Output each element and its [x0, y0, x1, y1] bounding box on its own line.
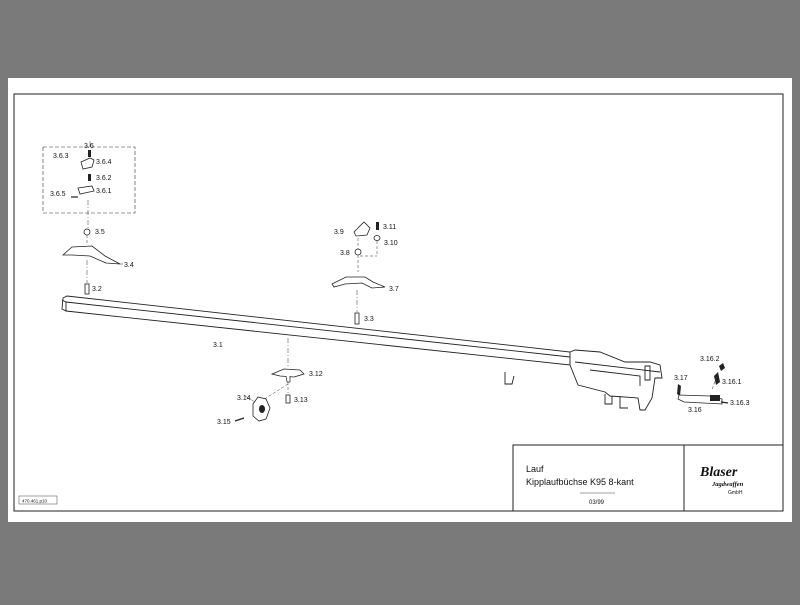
label-3-2: 3.2: [92, 286, 102, 293]
part-3-6-4: [80, 157, 95, 170]
label-3-3: 3.3: [364, 316, 374, 323]
part-3-8: [354, 248, 362, 256]
pin-3-6-3: [88, 150, 91, 157]
brand-gmbh: GmbH: [728, 490, 743, 496]
swivel-group: 3.12 3.13 3.14 3.15: [217, 338, 323, 426]
pin-3-3: [354, 312, 360, 325]
sheet-code: 470.461.p10: [22, 499, 48, 504]
label-3-10: 3.10: [384, 240, 398, 247]
pin-3-11: [376, 222, 379, 230]
label-3-9: 3.9: [334, 229, 344, 236]
label-3-16: 3.16: [688, 407, 702, 414]
label-3-6-3: 3.6.3: [53, 153, 69, 160]
label-3-15: 3.15: [217, 419, 231, 426]
pin-3-2: [84, 283, 90, 295]
pin-3-13: [285, 394, 291, 404]
label-3-11: 3.11: [383, 224, 396, 231]
drawing-frame: [13, 93, 784, 512]
spring-3-16-1: [714, 372, 720, 385]
barrel: [61, 295, 663, 411]
part-3-10: [373, 235, 381, 241]
part-3-9: [353, 221, 371, 237]
sheet-code-box: [18, 495, 58, 505]
label-3-17: 3.17: [674, 375, 688, 382]
label-3-13: 3.13: [294, 397, 308, 404]
part-3-16-2: [719, 363, 725, 371]
brand-subtitle: Jagdwaffen: [711, 481, 744, 488]
group-dashed-box: [42, 146, 136, 214]
front-sight-group: 3.9 3.11 3.10 3.8 3.7: [331, 221, 399, 312]
sight-assembly-group: 3.6 3.6.3 3.6.4 3.6.2 3.6.1 3.6.5: [42, 141, 136, 230]
spring-3-6-2: [88, 174, 91, 181]
label-3-6-4: 3.6.4: [96, 159, 112, 166]
screw-3-16-3: [720, 401, 729, 404]
label-3-6: 3.6: [84, 143, 94, 150]
label-3-16-1: 3.16.1: [722, 379, 742, 386]
title-block: Lauf Kipplaufbüchse K95 8-kant 03/99 Bla…: [512, 444, 784, 512]
brand-logo: Blaser: [699, 465, 738, 480]
drawing-date: 03/99: [589, 500, 605, 506]
label-3-1: 3.1: [213, 342, 223, 349]
part-3-5: [83, 228, 91, 245]
title-line-2: Kipplaufbüchse K95 8-kant: [526, 477, 634, 487]
title-line-1: Lauf: [526, 464, 544, 474]
label-3-7: 3.7: [389, 286, 399, 293]
pin-3-17: [677, 384, 681, 396]
label-3-4: 3.4: [124, 262, 134, 269]
label-3-8: 3.8: [340, 250, 350, 257]
label-3-6-5: 3.6.5: [50, 191, 66, 198]
label-3-12: 3.12: [309, 371, 323, 378]
label-3-16-2: 3.16.2: [700, 356, 720, 363]
front-sight-base-3-7: [331, 276, 386, 289]
part-3-12: [270, 368, 305, 378]
label-3-5: 3.5: [95, 229, 105, 236]
ejector-group: 3.16.2 3.16.1 3.17 3.16 3.16.3: [674, 356, 750, 414]
part-3-6-1: [77, 185, 95, 195]
label-3-14: 3.14: [237, 395, 251, 402]
label-3-6-1: 3.6.1: [96, 188, 112, 195]
label-3-16-3: 3.16.3: [730, 400, 750, 407]
label-3-6-2: 3.6.2: [96, 175, 112, 182]
